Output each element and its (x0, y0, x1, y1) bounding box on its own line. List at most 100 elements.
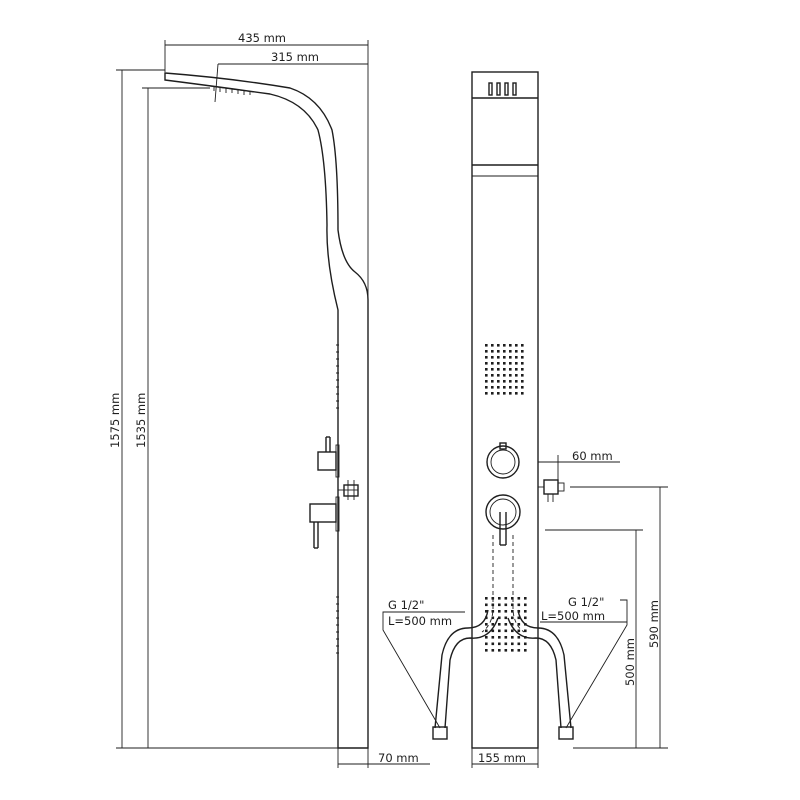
jet-nozzle (491, 623, 495, 626)
jet-nozzle (497, 356, 500, 359)
jet-nozzle (485, 350, 488, 353)
jet-nozzle (511, 629, 514, 633)
right-thread-label: G 1/2" (568, 595, 604, 609)
jet-nozzle (509, 362, 512, 365)
jet-nozzle (491, 629, 495, 633)
jet-nozzle (485, 603, 488, 607)
jet-nozzle (515, 374, 518, 377)
jet-nozzle (498, 629, 501, 633)
front-view-panel-outline (471, 71, 539, 749)
jet-nozzle (517, 616, 521, 620)
left-hose-fitting (432, 726, 448, 740)
jet-nozzle (521, 380, 524, 383)
jet-nozzle (504, 616, 508, 620)
dim-60: 60 mm (572, 449, 613, 463)
jet-nozzle (485, 649, 488, 652)
jet-nozzle (485, 362, 488, 365)
jet-nozzle (485, 368, 488, 371)
left-thread-label: G 1/2" (388, 598, 424, 612)
jet-nozzle (515, 392, 518, 395)
jet-nozzle (498, 636, 501, 639)
jet-nozzle (511, 636, 514, 639)
side-view-diverter-knob (317, 436, 340, 478)
jet-nozzle (498, 610, 501, 613)
jet-nozzle (515, 356, 518, 359)
front-view-internal-pipe-right (512, 535, 525, 633)
jet-nozzle (497, 386, 500, 389)
jet-nozzle (515, 380, 518, 383)
jet-nozzle (511, 610, 514, 613)
jet-nozzle (491, 392, 494, 395)
jet-nozzle (504, 597, 508, 600)
jet-nozzle (503, 350, 506, 353)
dim-435: 435 mm (238, 31, 286, 45)
jet-nozzle (515, 386, 518, 389)
jet-nozzle (509, 344, 512, 347)
dimension-lines (116, 40, 668, 768)
jet-nozzle (491, 362, 494, 365)
front-view-lower-jets (485, 597, 527, 652)
jet-nozzle (491, 603, 495, 607)
jet-nozzle (521, 344, 524, 347)
jet-nozzle (517, 649, 521, 652)
jet-nozzle (497, 380, 500, 383)
jet-nozzle (485, 356, 488, 359)
front-view-internal-pipe-left (481, 535, 494, 633)
side-view-hose-connector (338, 480, 359, 500)
jet-nozzle (485, 642, 488, 646)
dim-500: 500 mm (623, 638, 637, 686)
front-view (432, 71, 574, 749)
jet-nozzle (524, 597, 527, 600)
jet-nozzle (517, 636, 521, 639)
side-view-head-nozzles (213, 87, 251, 95)
jet-nozzle (498, 649, 501, 652)
jet-nozzle (491, 636, 495, 639)
jet-nozzle (503, 386, 506, 389)
jet-nozzle (491, 610, 495, 613)
jet-nozzle (509, 374, 512, 377)
jet-nozzle (517, 629, 521, 633)
jet-nozzle (498, 642, 501, 646)
front-view-head-nozzles (488, 82, 517, 96)
jet-nozzle (509, 350, 512, 353)
dim-590: 590 mm (647, 600, 661, 648)
jet-nozzle (515, 350, 518, 353)
front-view-hose-connector (538, 479, 565, 502)
jet-nozzle (485, 386, 488, 389)
jet-nozzle (515, 368, 518, 371)
jet-nozzle (485, 610, 488, 613)
jet-nozzle (498, 597, 501, 600)
jet-nozzle (497, 392, 500, 395)
jet-nozzle (491, 344, 494, 347)
side-view-upper-jets (336, 344, 339, 409)
jet-nozzle (511, 649, 514, 652)
jet-nozzle (485, 392, 488, 395)
jet-nozzle (504, 649, 508, 652)
jet-nozzle (485, 629, 488, 633)
jet-nozzle (491, 386, 494, 389)
jet-nozzle (509, 392, 512, 395)
jet-nozzle (503, 344, 506, 347)
jet-nozzle (511, 603, 514, 607)
side-view-head-section (214, 63, 219, 103)
front-view-diverter-knob (486, 442, 520, 479)
side-view (164, 63, 369, 749)
jet-nozzle (504, 642, 508, 646)
jet-nozzle (521, 350, 524, 353)
jet-nozzle (491, 368, 494, 371)
jet-nozzle (504, 636, 508, 639)
jet-nozzle (521, 374, 524, 377)
jet-nozzle (509, 386, 512, 389)
right-hose-fitting (558, 726, 574, 740)
jet-nozzle (517, 642, 521, 646)
jet-nozzle (521, 386, 524, 389)
jet-nozzle (521, 368, 524, 371)
side-view-lower-jets (336, 596, 339, 654)
dim-70: 70 mm (378, 751, 419, 765)
jet-nozzle (497, 344, 500, 347)
jet-nozzle (517, 623, 521, 626)
front-view-upper-jets (485, 344, 524, 395)
jet-nozzle (503, 368, 506, 371)
